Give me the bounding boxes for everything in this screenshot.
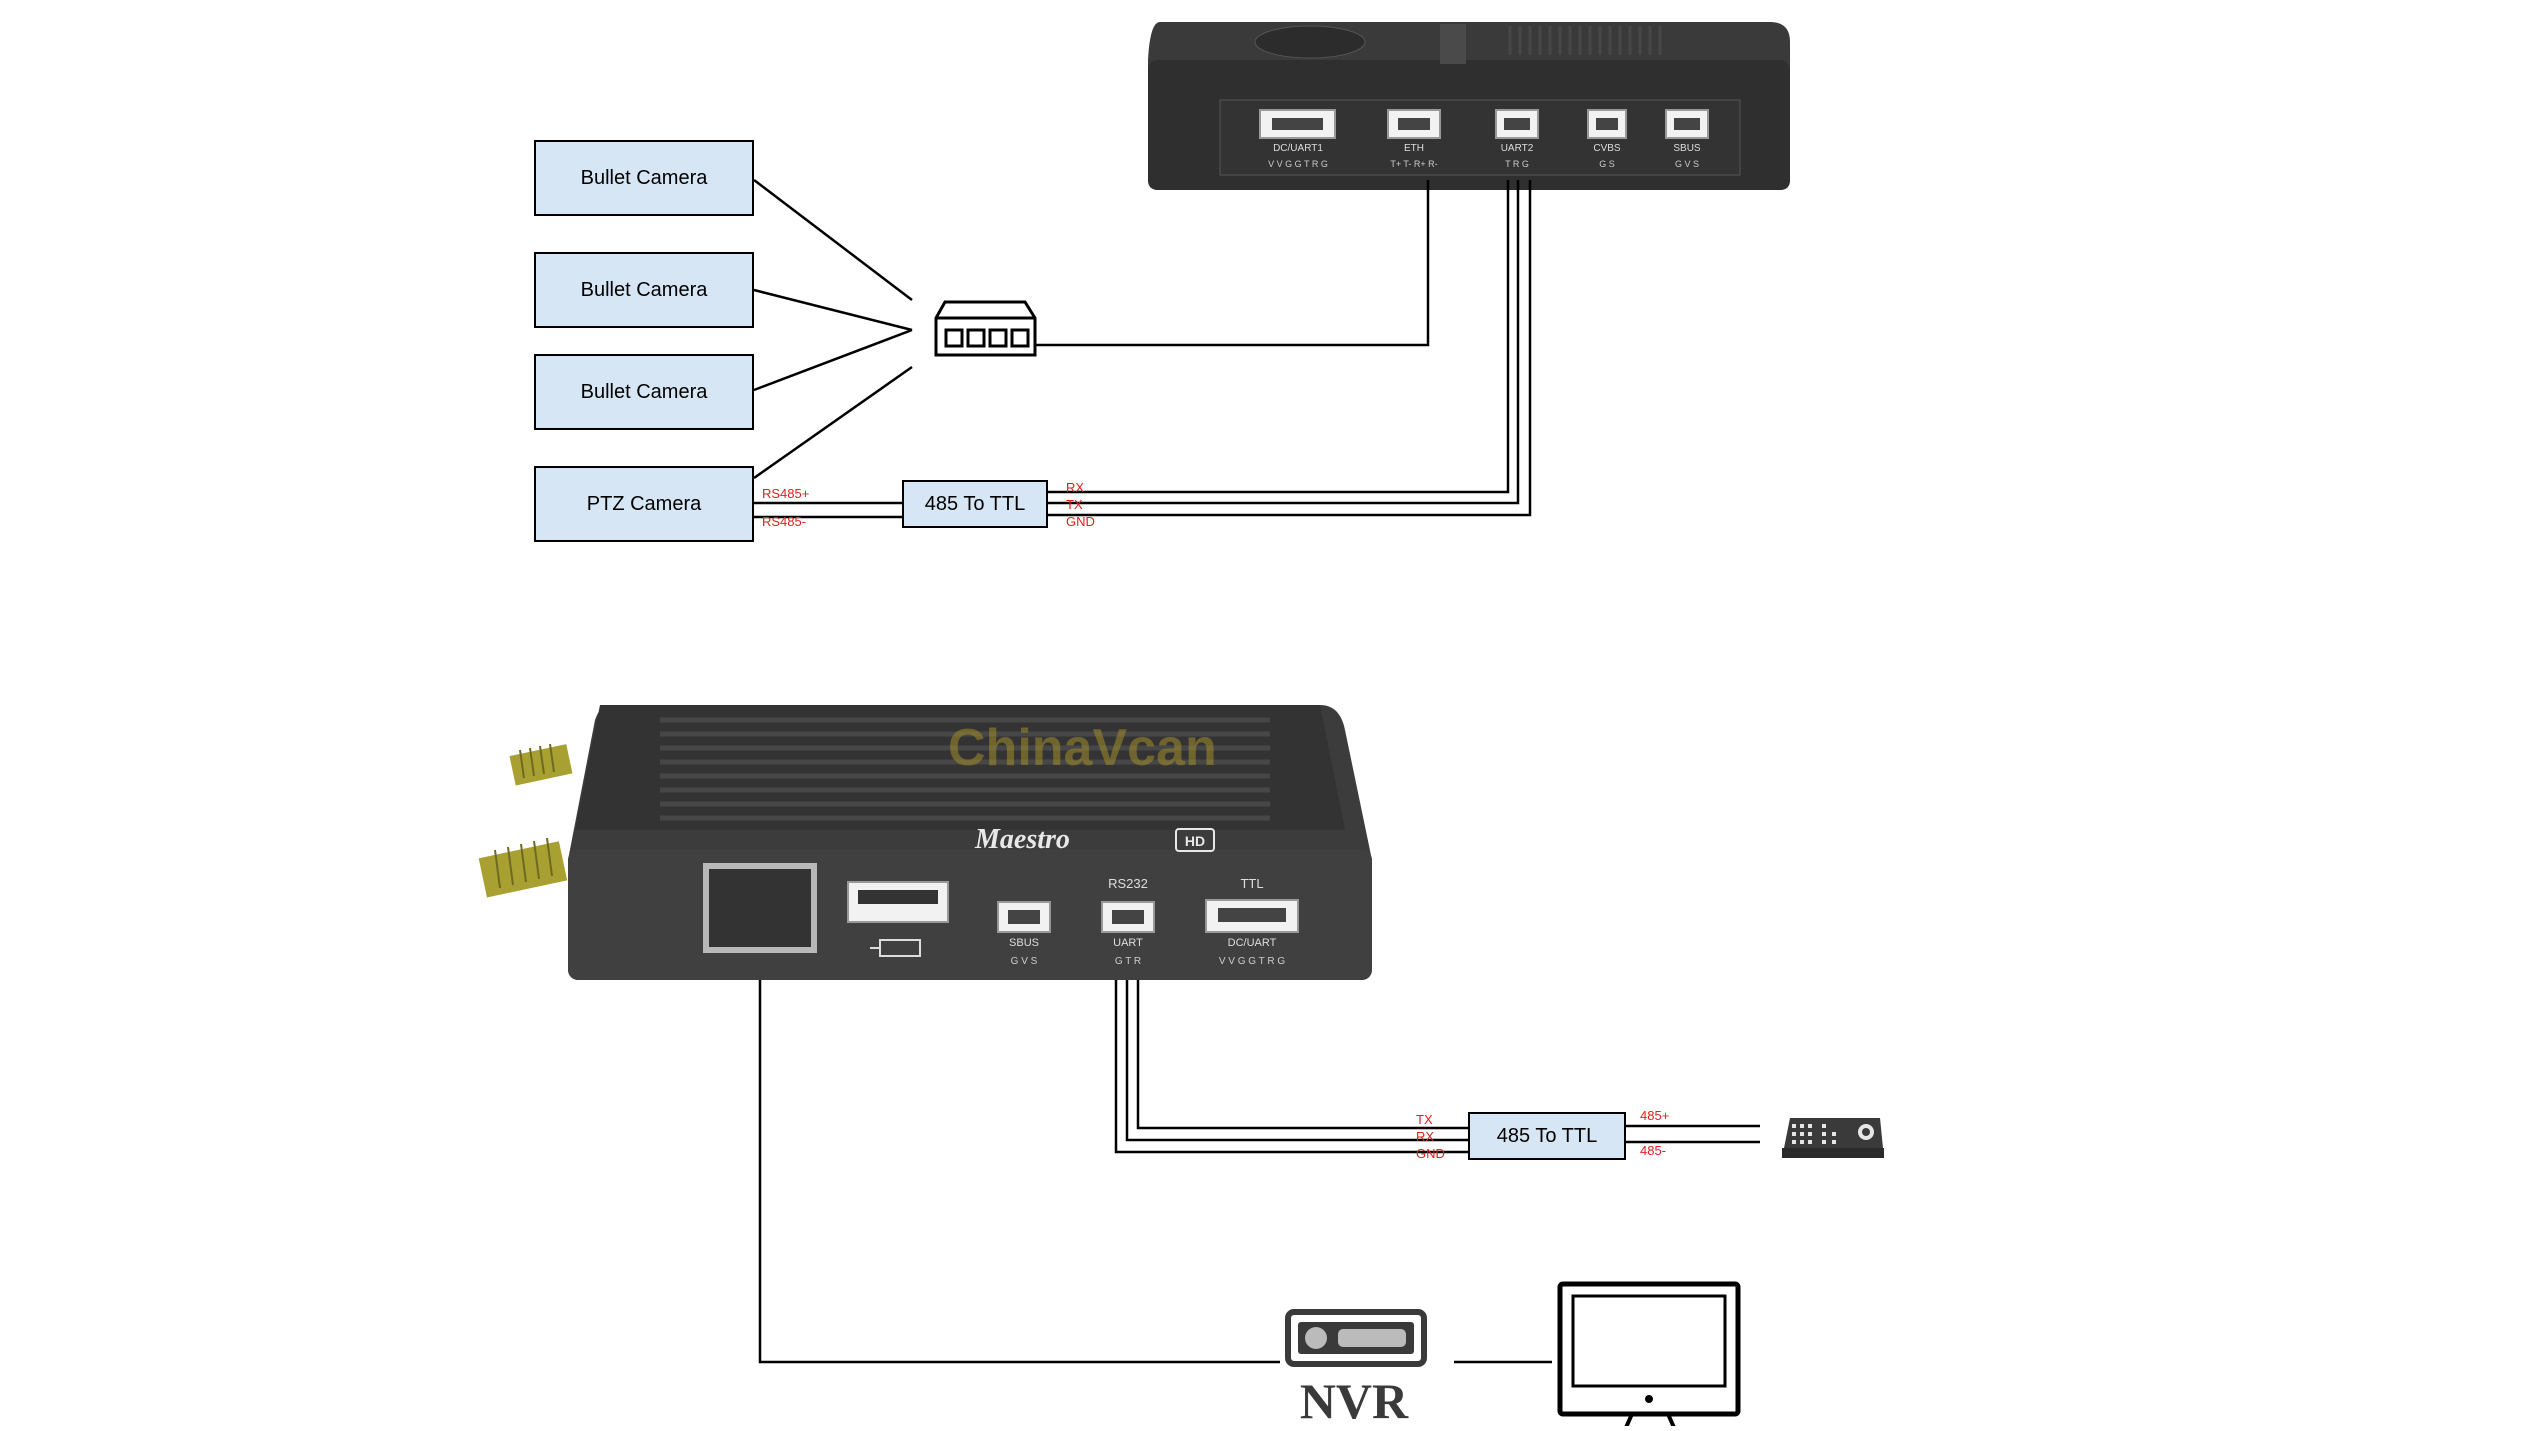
converter-box-top: 485 To TTL [902,480,1048,528]
converter-label: 485 To TTL [1496,1124,1598,1147]
model-badge: HD [1185,833,1205,849]
signal-label-rs485-minus: RS485- [762,514,807,529]
camera-box-bullet-3: Bullet Camera [534,354,754,430]
port-cvbs [1587,109,1627,139]
camera-label: Bullet Camera [580,166,708,189]
brand-watermark: ChinaVcan [948,719,1217,777]
pin-row-uart-bottom: G T R [1115,956,1141,967]
monitor-icon [1557,1281,1741,1431]
port-sbus-bottom [997,901,1051,933]
pin-row-dc-uart-bottom: V V G G T R G [1219,956,1286,967]
signal-label-gnd: GND [1416,1146,1445,1161]
top-wiring [753,179,1532,519]
antenna-icon [478,743,573,898]
port-label-uart2: UART2 [1501,143,1534,154]
port-label-sbus-bottom: SBUS [1009,937,1039,949]
signal-label-rs485-plus: RS485+ [762,486,810,501]
pin-row-dc-uart1: V V G G T R G [1268,159,1328,169]
port-header-ttl: TTL [1240,876,1263,891]
model-name: Maestro [974,824,1070,855]
port-label-uart-bottom: UART [1113,937,1143,949]
port-label-eth: ETH [1404,143,1424,154]
pin-row-uart2: T R G [1505,159,1529,169]
port-label-dc-uart1: DC/UART1 [1273,143,1323,154]
port-header-rs232: RS232 [1108,876,1148,891]
signal-label-rx: RX [1066,480,1085,495]
pin-row-eth: T+ T- R+ R- [1390,159,1437,169]
bottom-wiring [758,980,1760,1364]
nvr-recorder-icon [1285,1309,1427,1367]
port-label-sbus: SBUS [1673,143,1701,154]
pin-row-sbus-bottom: G V S [1011,956,1038,967]
camera-label: PTZ Camera [586,492,702,515]
camera-label: Bullet Camera [580,380,708,403]
ptz-controller-keyboard-icon [1782,1118,1884,1158]
ethernet-port [703,863,817,953]
pin-row-cvbs: G S [1599,159,1615,169]
camera-box-bullet-2: Bullet Camera [534,252,754,328]
signal-label-rx: RX [1416,1129,1435,1144]
camera-label: Bullet Camera [580,278,708,301]
signal-label-gnd: GND [1066,514,1095,529]
signal-label-485-minus: 485- [1640,1143,1667,1158]
port-label-cvbs: CVBS [1593,143,1621,154]
usb-icon [870,939,921,957]
network-switch-icon [934,300,1037,357]
nvr-label: NVR [1300,1373,1409,1426]
signal-label-tx: TX [1416,1112,1433,1127]
camera-box-bullet-1: Bullet Camera [534,140,754,216]
port-label-dc-uart-bottom: DC/UART [1228,937,1277,949]
signal-label-tx: TX [1066,497,1083,512]
camera-box-ptz: PTZ Camera [534,466,754,542]
top-transmitter-device [1148,22,1790,190]
signal-label-485-plus: 485+ [1640,1108,1670,1123]
pin-row-sbus: G V S [1675,159,1699,169]
model-badge-frame [1175,828,1215,852]
converter-box-bottom: 485 To TTL [1468,1112,1626,1160]
bottom-transmitter-device [478,705,1372,980]
converter-label: 485 To TTL [924,492,1026,515]
